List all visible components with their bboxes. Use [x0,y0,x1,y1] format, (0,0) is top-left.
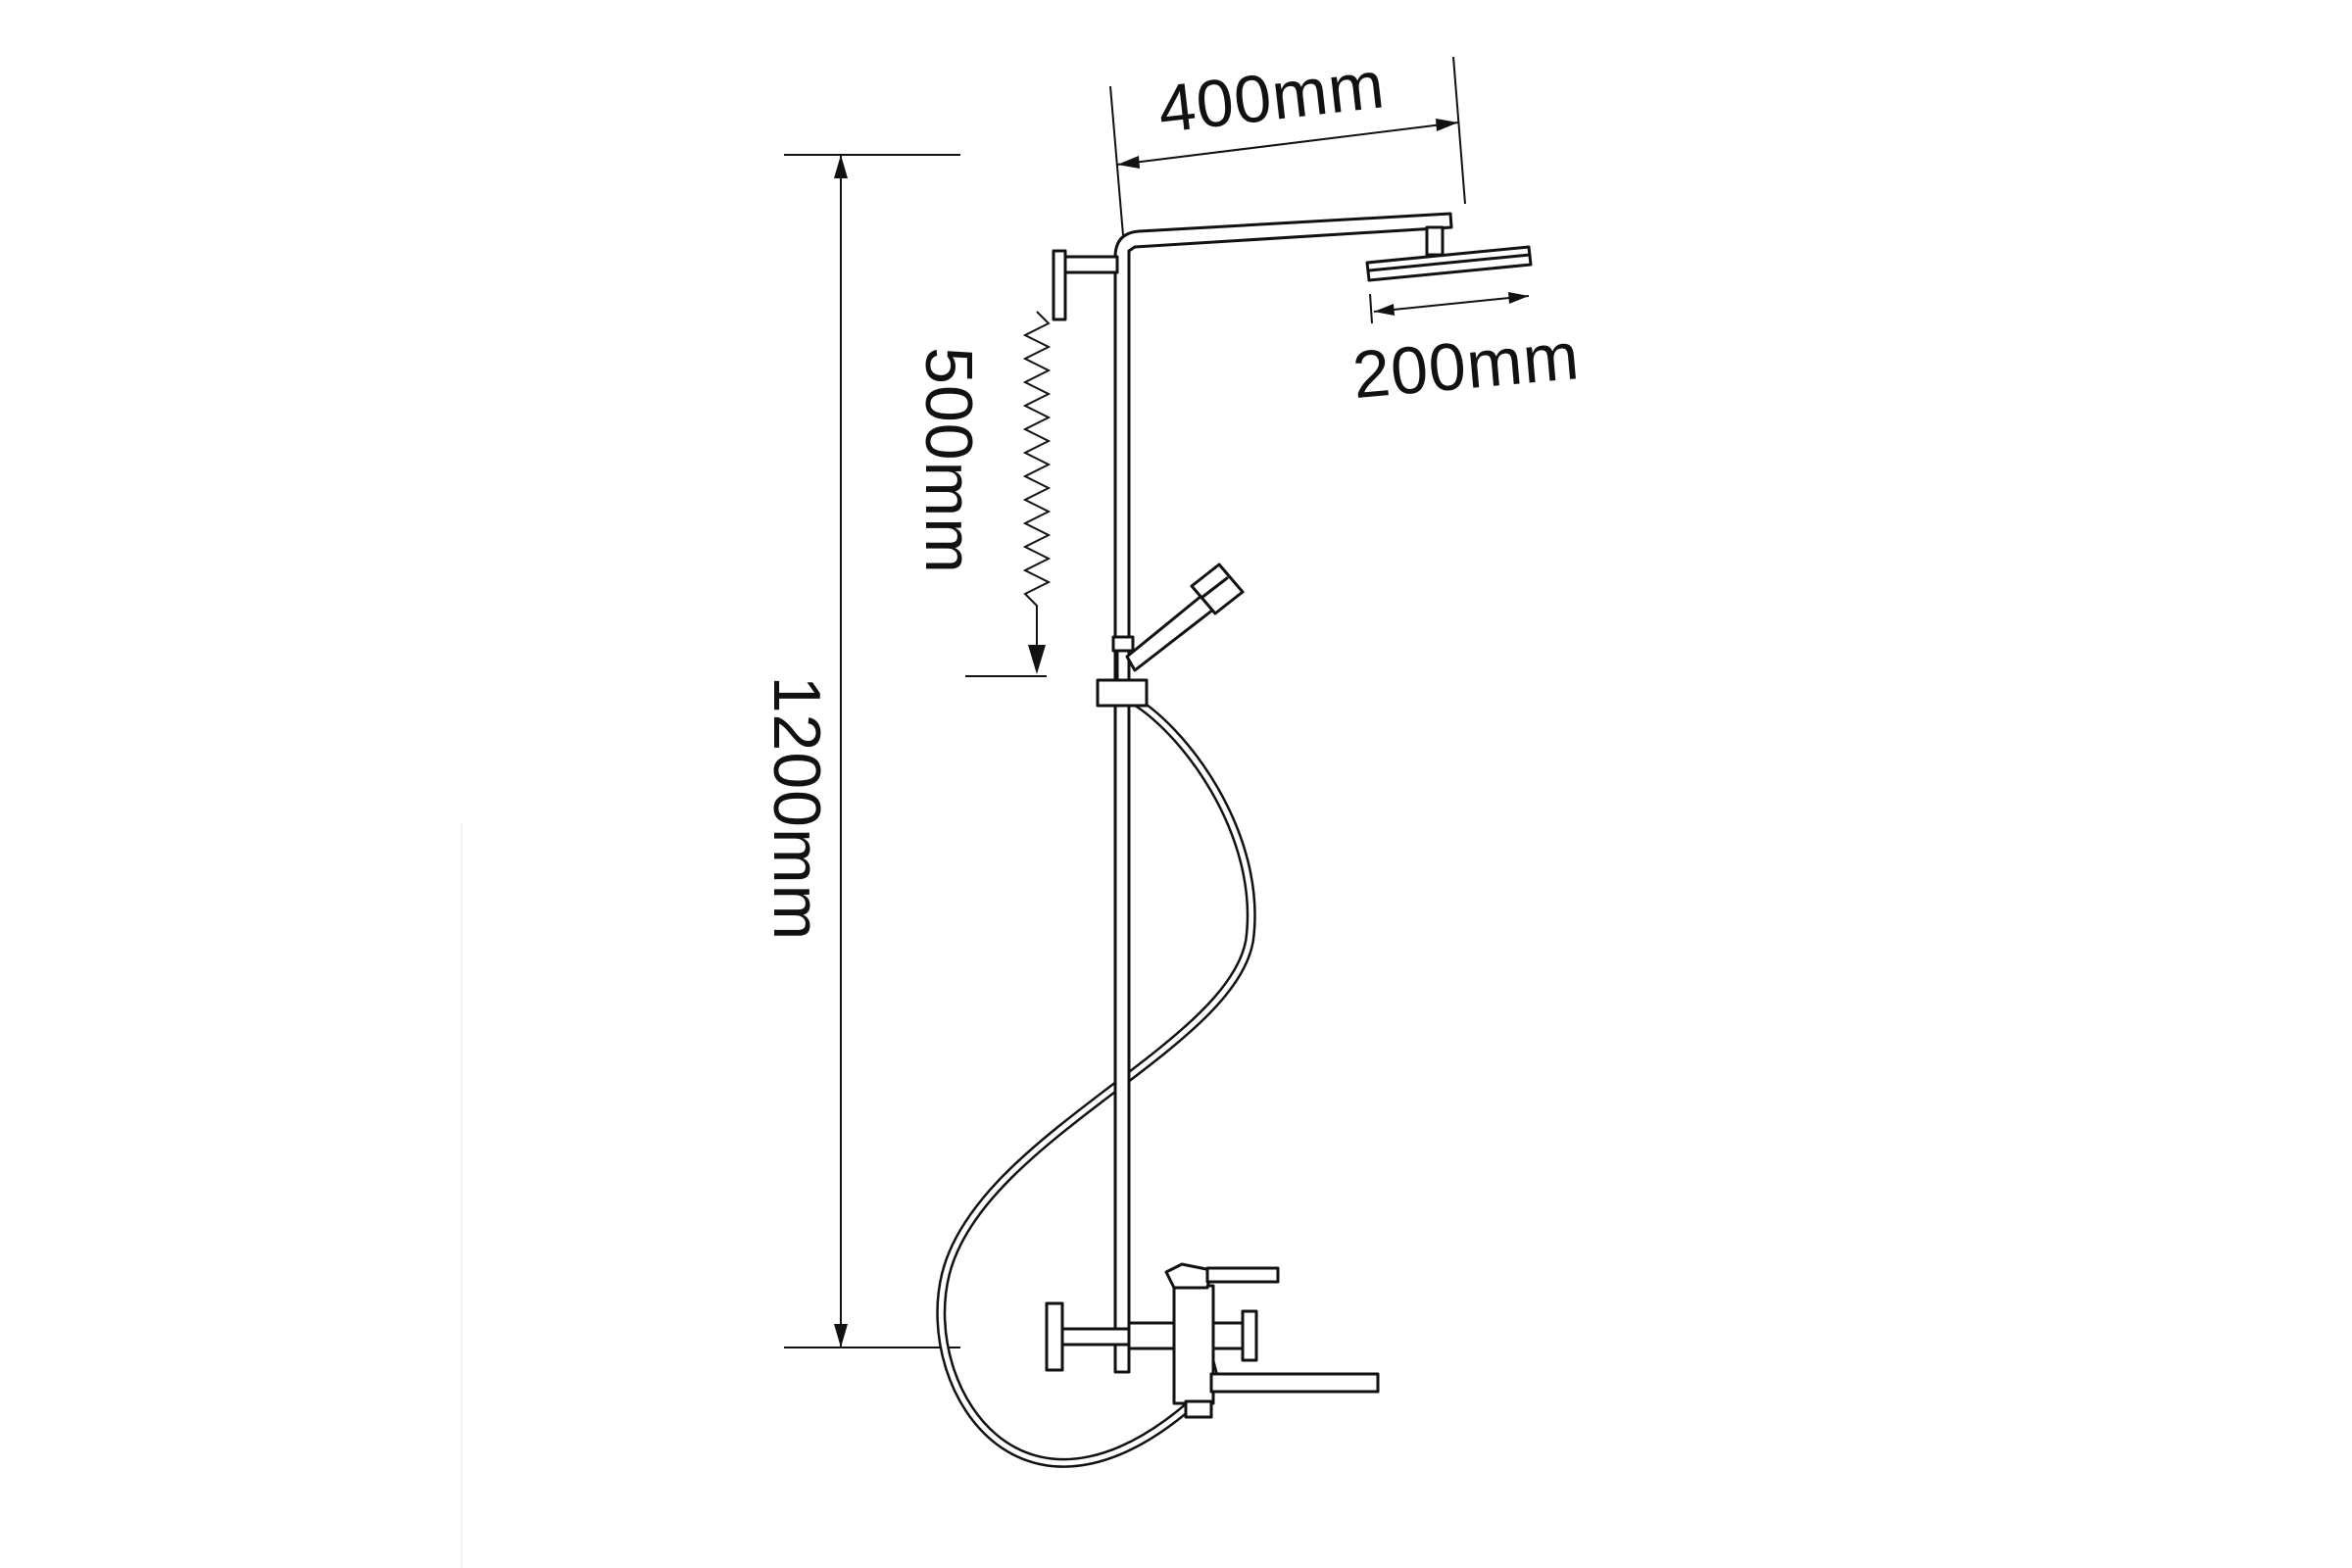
head-left-extension [1369,293,1373,324]
head-arrow-right [1508,292,1529,304]
hose-path-inner [938,695,1254,1466]
slider-block [1096,678,1149,708]
image-edge [461,823,463,1568]
riser-pole [1113,212,1453,1374]
head-dimension-line [1373,295,1530,313]
right-inlet-plate [1241,1309,1258,1362]
hand-shower-handle [1125,594,1215,672]
slide-bar-holder [1096,563,1245,708]
arm-arrow-left [1117,156,1140,169]
head-arrow-left [1374,304,1395,316]
holder-collar-top [1111,635,1135,653]
riser-assembly [1052,212,1533,1374]
arm-arrow-right [1436,119,1458,131]
left-inlet-arm [1060,1327,1133,1347]
arm-dimension: 400mm [1109,47,1466,236]
height-label: 1200mm [760,676,834,942]
head-neck [1425,225,1445,257]
height-dimension: 1200mm [760,154,960,1348]
hand-shower-face [1200,576,1229,600]
arm-dimension-line [1116,122,1459,166]
hose-length-label: 500mm [911,347,986,574]
bath-spout [1209,1372,1380,1394]
arm-length-label: 400mm [1154,47,1389,147]
top-bracket-arm [1058,255,1119,274]
mixer-cap [1164,1262,1213,1290]
hose-spring-line [1022,311,1052,647]
hose-dimension: 500mm [911,311,1052,677]
hand-shower-head [1190,563,1245,615]
shower-head-edge [1367,253,1532,272]
mixer-assembly [1045,1262,1380,1419]
shower-hose [936,693,1256,1468]
head-width-label: 200mm [1349,318,1582,413]
mixer-body [1172,1284,1215,1405]
arm-right-extension [1452,56,1466,205]
arm-left-extension [1109,85,1124,236]
head-dimension: 200mm [1349,292,1583,413]
height-arrow-top [834,155,848,178]
mixer-lever [1205,1266,1280,1284]
hose-arrow [1028,645,1046,674]
diverter-outlet [1184,1399,1213,1419]
top-bracket-plate [1052,249,1067,321]
left-wall-plate [1045,1301,1064,1372]
height-arrow-bottom [834,1324,848,1348]
